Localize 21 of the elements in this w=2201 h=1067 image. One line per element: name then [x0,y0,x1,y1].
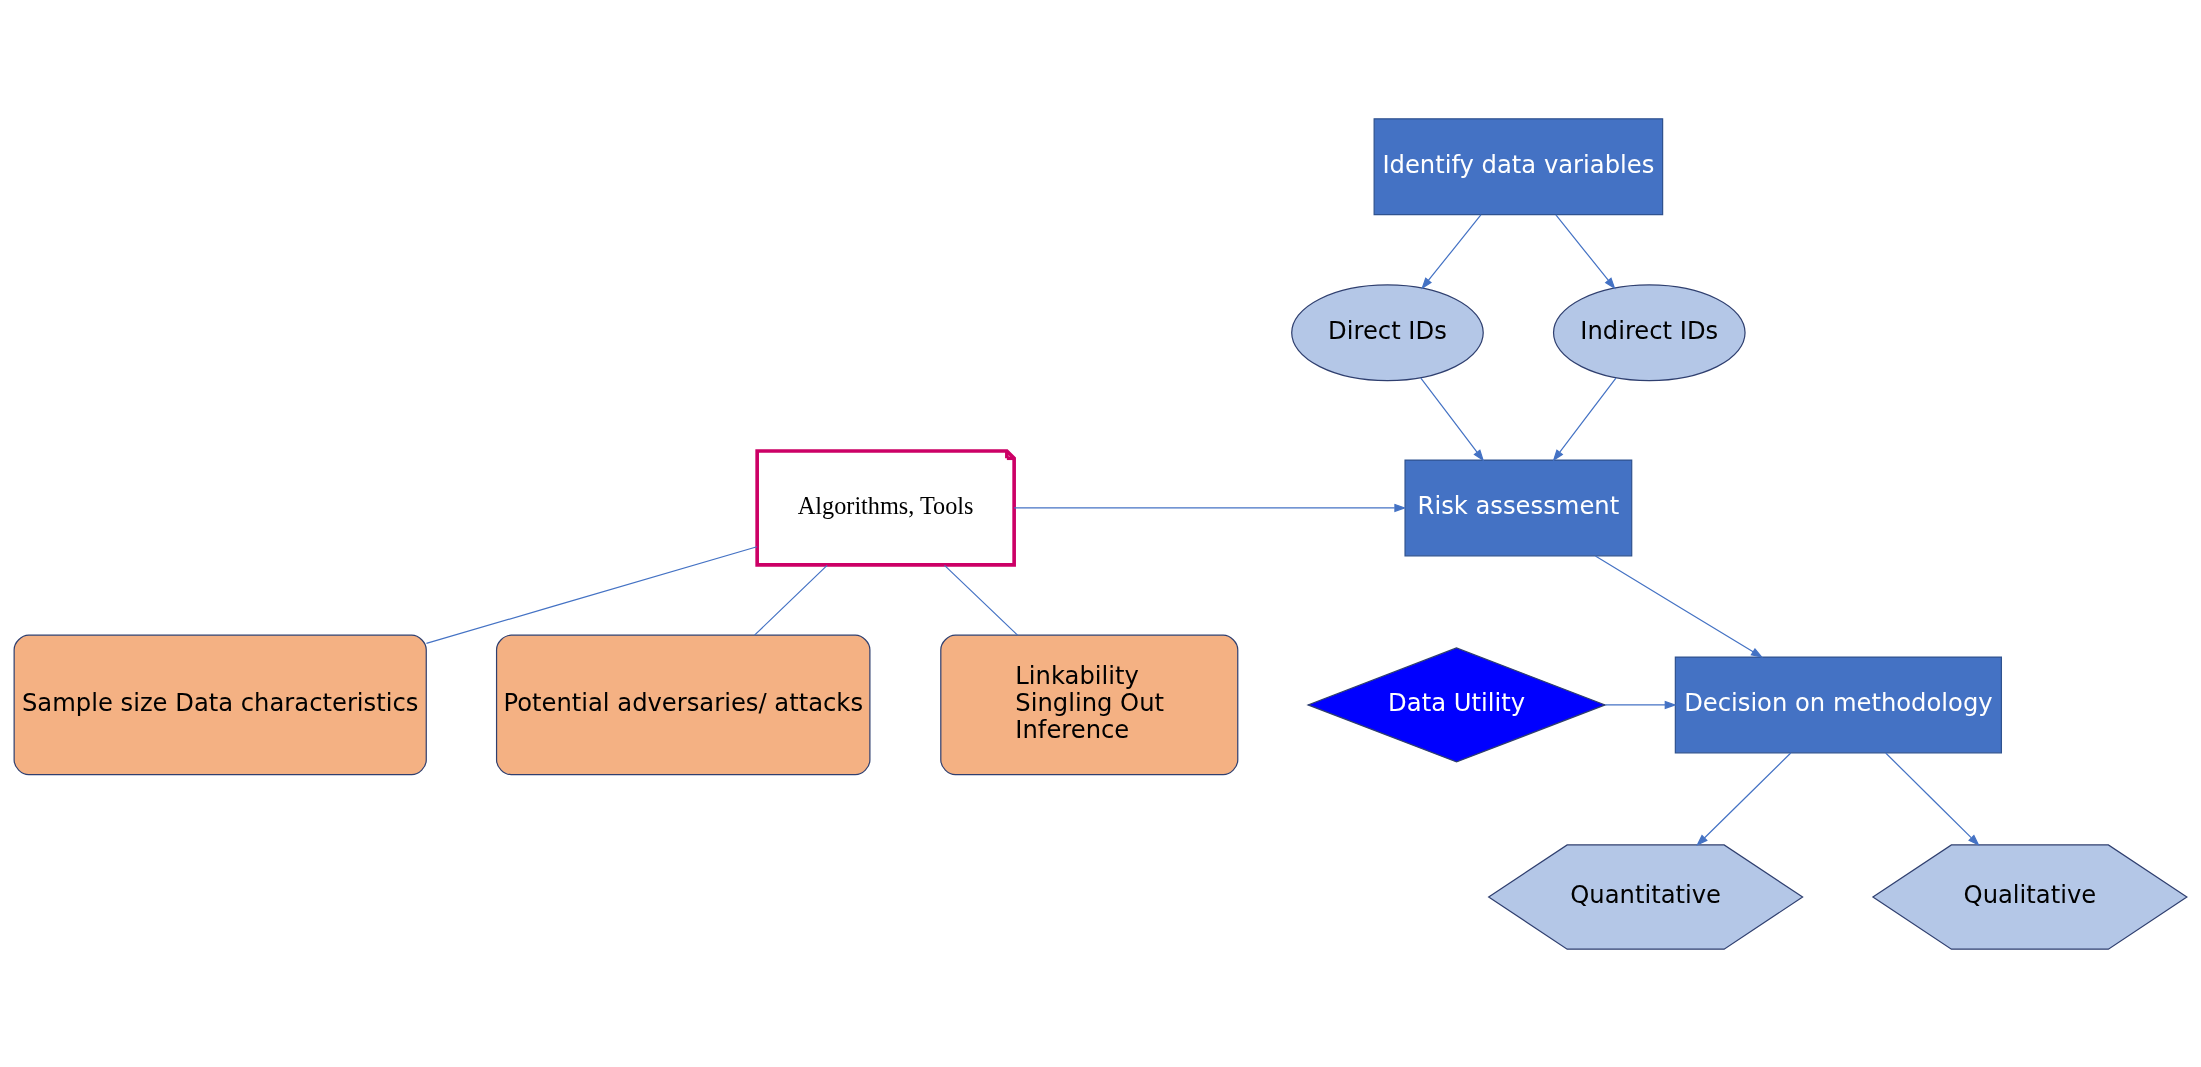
arrow [1421,213,1482,289]
arrow [1013,503,1407,512]
connector [753,564,828,636]
node-box: Linkability Singling Out Inference [940,634,1239,775]
arrow [1420,376,1485,461]
node-box: Sample size Data characteristics [13,634,427,775]
node-diamond: Data Utility [1306,646,1607,763]
node-box: Decision on methodology [1674,655,2002,753]
node-ellipse: Indirect IDs [1552,283,1746,381]
arrow [1555,213,1616,289]
node-box: Identify data variables [1373,117,1664,215]
node-box: Potential adversaries/ attacks [495,634,871,775]
arrow [1604,700,1677,709]
arrow [1594,554,1763,658]
arrow [1696,751,1792,846]
connector [425,545,758,644]
node-box: Risk assessment [1404,458,1633,556]
node-ellipse: Direct IDs [1291,283,1484,381]
connector [943,564,1019,636]
arrow [1552,376,1617,461]
arrow [1885,751,1980,846]
